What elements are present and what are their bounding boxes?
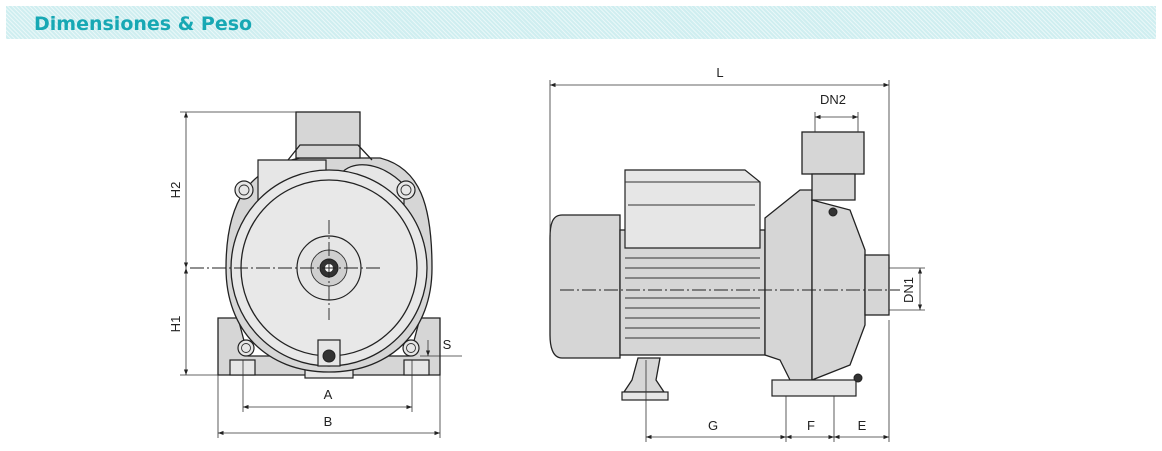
side-inlet [864,254,890,316]
side-view-pump [549,131,900,401]
dim-label-dn2: DN2 [820,92,846,107]
dim-label-b: B [324,414,333,429]
section-title: Dimensiones & Peso [34,13,253,35]
dim-label-f: F [807,418,815,433]
dim-label-l: L [716,65,723,80]
front-outlet-pipe [295,111,361,159]
front-view-dimensions [180,111,462,438]
dim-label-s: S [443,337,452,352]
dim-label-h1: H1 [168,316,183,333]
dim-label-h2: H2 [168,182,183,199]
section-header: Dimensiones & Peso [6,6,1156,39]
dim-label-e: E [858,418,867,433]
side-terminal-box [624,169,761,249]
side-outlet [801,131,865,175]
side-fan-cover [549,214,621,359]
dim-label-g: G [708,418,718,433]
front-view-pump [190,111,441,379]
dim-label-dn1: DN1 [901,277,916,303]
dim-label-a: A [324,387,333,402]
side-pump-casing [764,189,813,381]
side-motor-body [619,229,766,356]
side-view-dimensions [549,80,925,442]
